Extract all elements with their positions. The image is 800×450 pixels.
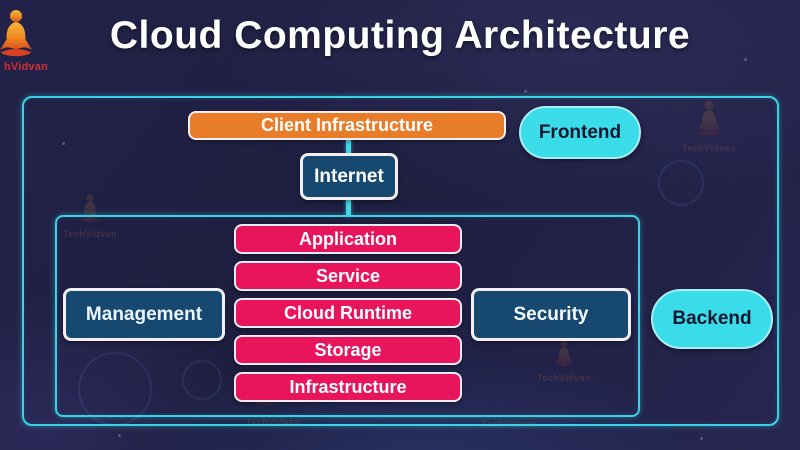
backend-badge: Backend (651, 289, 773, 349)
star-dot (744, 58, 747, 61)
outer-architecture-frame (22, 96, 779, 426)
watermark-label: TechVidvan (63, 229, 117, 239)
backend-frame (55, 215, 640, 417)
storage-layer-node: Storage (234, 335, 462, 365)
techvidvan-watermark: TechVidvan (530, 340, 598, 383)
connector-client-to-internet (346, 139, 351, 154)
brand-name: hVidvan (4, 61, 48, 73)
connector-internet-to-backend (346, 199, 351, 216)
client-infrastructure-node: Client Infrastructure (188, 111, 506, 140)
watermark-label: TechVidvan (682, 143, 736, 153)
star-dot (524, 90, 527, 93)
star-dot (700, 437, 703, 440)
star-dot (118, 434, 121, 437)
watermark-label: TechVidvan (537, 373, 591, 383)
internet-node: Internet (300, 153, 398, 200)
techvidvan-watermark: TechVidvan (58, 194, 122, 239)
frontend-badge: Frontend (519, 106, 641, 159)
management-node: Management (63, 288, 225, 341)
background-circle-icon (658, 160, 704, 206)
page-title: Cloud Computing Architecture (109, 14, 691, 57)
infrastructure-layer-node: Infrastructure (234, 372, 462, 402)
background-circle-icon (182, 360, 222, 400)
techvidvan-watermark: TechVidvan (680, 100, 738, 153)
service-layer-node: Service (234, 261, 462, 291)
security-node: Security (471, 288, 631, 341)
watermark-label: TechVidvan (246, 417, 301, 427)
star-dot (62, 142, 65, 145)
cloud-runtime-layer-node: Cloud Runtime (234, 298, 462, 328)
application-layer-node: Application (234, 224, 462, 254)
